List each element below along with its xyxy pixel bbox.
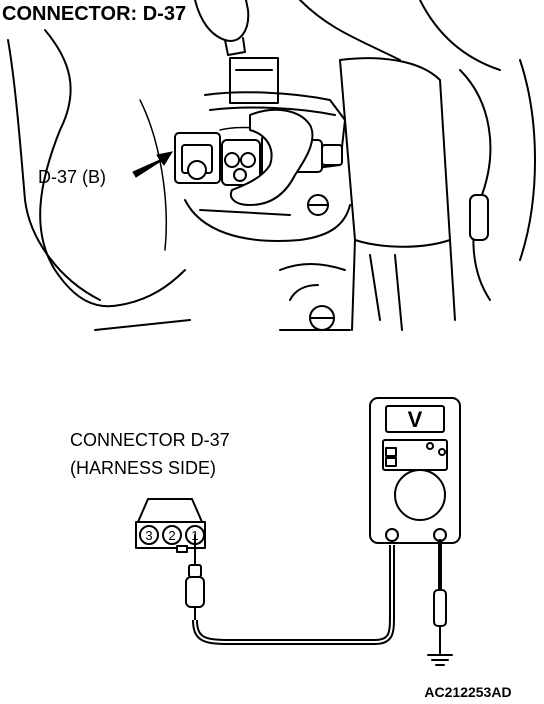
probe-negative xyxy=(433,539,447,646)
figure-code: AC212253AD xyxy=(424,684,511,700)
voltmeter xyxy=(369,397,461,544)
pin-1-label: 1 xyxy=(191,528,198,543)
engine-bay-illustration xyxy=(7,0,536,331)
test-lead-wire xyxy=(192,545,395,645)
upper-bracket xyxy=(229,57,279,104)
page-title: CONNECTOR: D-37 xyxy=(2,3,186,25)
probe-positive xyxy=(185,534,205,621)
ground-icon xyxy=(427,644,453,666)
pin-2-label: 2 xyxy=(168,528,175,543)
harness-label-line1: CONNECTOR D-37 xyxy=(70,430,230,450)
pin-3 xyxy=(139,525,159,545)
pin-3-label: 3 xyxy=(145,528,152,543)
voltmeter-symbol: V xyxy=(408,407,423,432)
callout-label: D-37 (B) xyxy=(38,167,106,187)
callout-arrow xyxy=(132,151,174,178)
pin-2 xyxy=(162,525,182,545)
harness-label-line2: (HARNESS SIDE) xyxy=(70,458,216,478)
